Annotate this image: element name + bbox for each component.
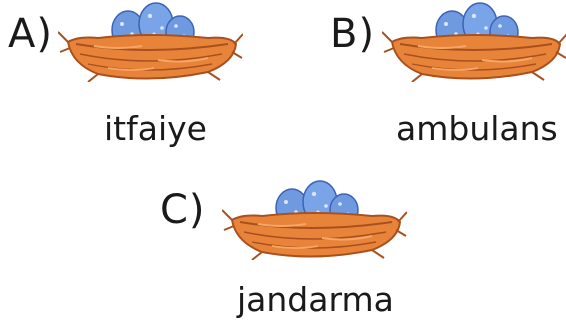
- option-a[interactable]: A) itfaiye: [0, 0, 243, 145]
- option-word: ambulans: [396, 109, 558, 148]
- option-b[interactable]: B) ambulans: [320, 0, 566, 145]
- option-c[interactable]: C) jandarma: [160, 178, 407, 316]
- option-letter: C): [160, 187, 206, 233]
- option-letter: B): [330, 11, 376, 57]
- option-word: itfaiye: [104, 109, 207, 148]
- option-word: jandarma: [237, 280, 394, 319]
- bird-nest-icon: [222, 180, 407, 260]
- option-letter: A): [8, 11, 53, 57]
- bird-nest-icon: [382, 2, 566, 82]
- bird-nest-icon: [58, 2, 243, 82]
